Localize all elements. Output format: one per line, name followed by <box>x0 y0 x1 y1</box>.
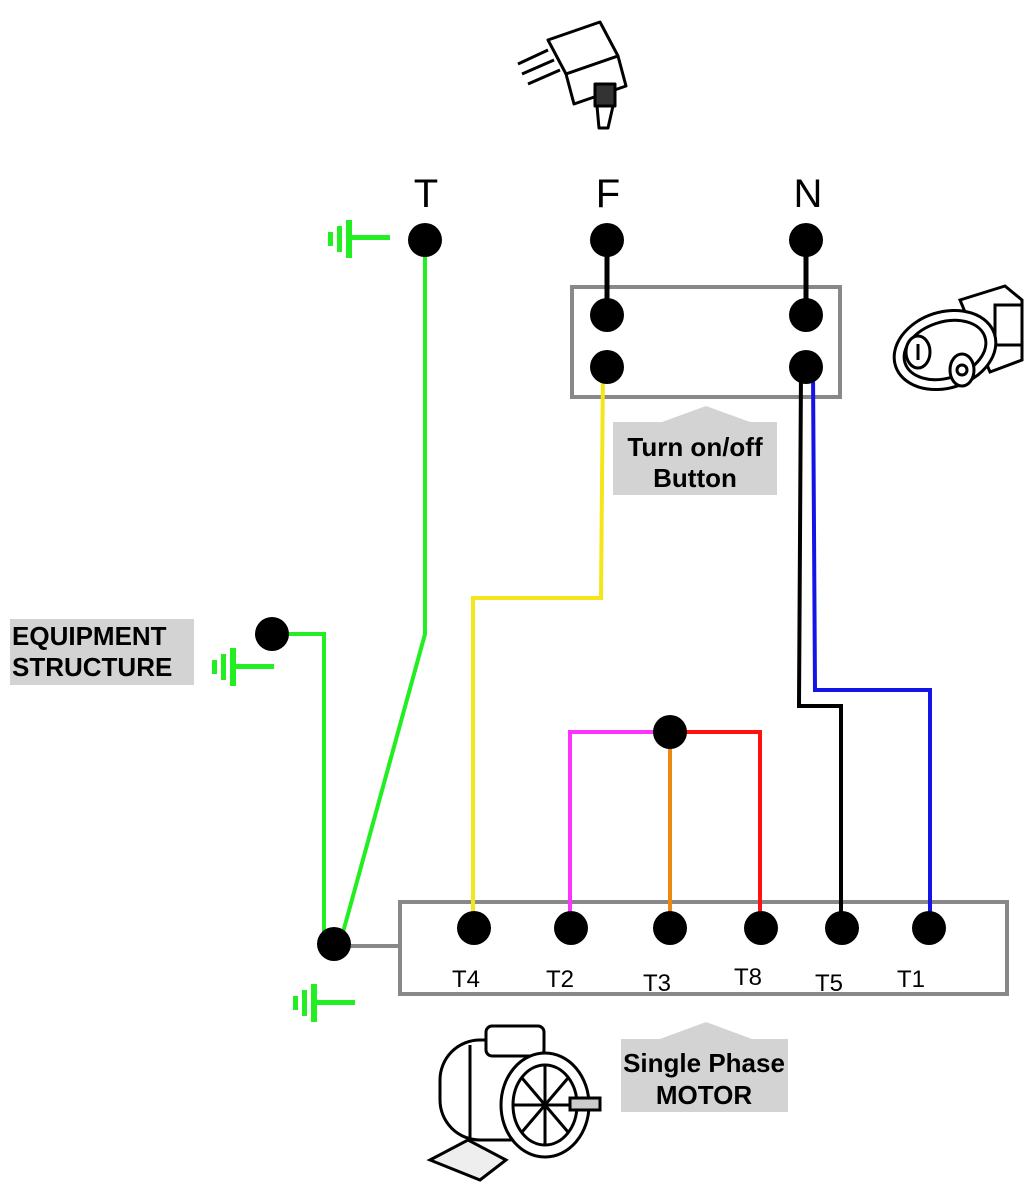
plug-terminal-neutral <box>789 223 823 257</box>
switch-terminal-phase-in <box>590 298 624 332</box>
plug-terminal-phase <box>590 223 624 257</box>
motor-terminal-label: T8 <box>734 964 762 991</box>
switch-box <box>570 285 842 399</box>
equipment-callout: EQUIPMENT STRUCTURE <box>10 619 194 685</box>
ground-symbol-icon <box>212 648 274 686</box>
label-earth: T <box>414 172 438 216</box>
plug-terminal-earth <box>408 223 442 257</box>
motor-terminal-t3 <box>653 911 687 945</box>
motor-terminal-t8 <box>744 911 778 945</box>
rocker-switch-icon <box>892 284 1024 392</box>
switch-callout-line2: Button <box>653 463 737 493</box>
motor-terminal-t2 <box>554 911 588 945</box>
motor-terminal-label: T1 <box>897 966 925 993</box>
wire-t2-magenta <box>568 730 662 925</box>
wire-return-blue <box>811 369 932 925</box>
motor-terminal-label: T4 <box>452 966 480 993</box>
plug-icon <box>517 20 628 130</box>
motor-callout: Single Phase MOTOR <box>621 1022 788 1112</box>
ground-symbol-icon <box>293 984 355 1022</box>
motor-callout-line2: MOTOR <box>656 1080 753 1110</box>
switch-callout-line1: Turn on/off <box>627 432 763 462</box>
equipment-callout-line1: EQUIPMENT <box>12 621 167 651</box>
ground-symbol-icon <box>328 220 390 258</box>
switch-terminal-neutral-out <box>789 350 823 384</box>
wire-ground-earth <box>340 240 427 937</box>
switch-terminal-neutral-in <box>789 298 823 332</box>
motor-terminal-t4 <box>457 911 491 945</box>
winding-junction <box>653 715 687 749</box>
motor-terminal-t5 <box>825 911 859 945</box>
motor-terminal-t1 <box>912 911 946 945</box>
switch-terminal-phase-out <box>590 350 624 384</box>
label-phase: F <box>596 172 620 216</box>
wire-phase-yellow <box>471 367 605 925</box>
motor-terminal-label: T5 <box>815 970 843 997</box>
motor-callout-line1: Single Phase <box>623 1048 785 1078</box>
equipment-structure-terminal <box>255 617 289 651</box>
wire-neutral-black <box>796 369 843 925</box>
motor-icon <box>426 1024 602 1182</box>
motor-ground-terminal <box>317 927 351 961</box>
equipment-callout-line2: STRUCTURE <box>12 652 172 682</box>
label-neutral: N <box>794 172 823 216</box>
motor-terminal-label: T2 <box>546 966 574 993</box>
switch-callout: Turn on/off Button <box>613 406 777 495</box>
motor-terminal-label: T3 <box>643 970 671 997</box>
wire-ground-structure <box>274 632 326 936</box>
wire-t8-red <box>680 730 762 925</box>
